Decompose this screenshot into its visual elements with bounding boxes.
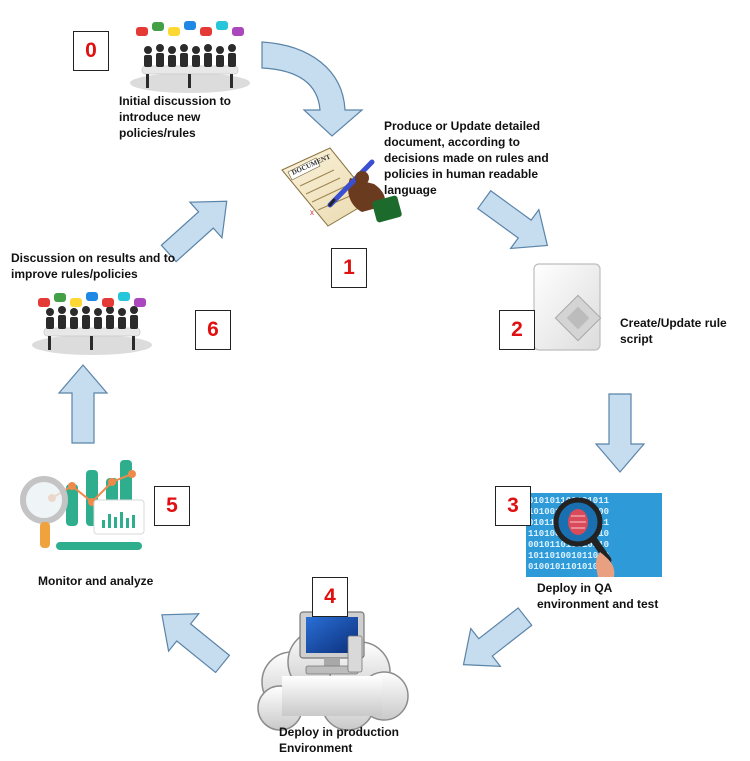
step-5-number: 5 bbox=[154, 486, 190, 526]
meeting-icon bbox=[130, 21, 250, 93]
analytics-dashboard-icon bbox=[20, 460, 145, 550]
meeting-icon bbox=[32, 292, 152, 355]
step-5-label: Monitor and analyze bbox=[38, 574, 154, 588]
arrow-1-to-2 bbox=[476, 189, 549, 250]
arrow-6-to-1 bbox=[160, 200, 228, 263]
step-3-number: 3 bbox=[495, 486, 531, 526]
arrow-5-to-6 bbox=[57, 364, 109, 444]
step-0-label: Initial discussion to introduce new poli… bbox=[119, 94, 232, 140]
step-2-label: Create/Update rule script bbox=[620, 316, 727, 346]
script-file-icon bbox=[533, 263, 602, 351]
arrow-2-to-3 bbox=[594, 393, 646, 473]
cloud-computer-icon bbox=[257, 611, 409, 731]
step-6-number: 6 bbox=[195, 310, 231, 350]
svg-text:001011010010110: 001011010010110 bbox=[528, 540, 609, 550]
document-writing-icon: DOCUMENT x bbox=[281, 147, 402, 227]
svg-text:101101001011010: 101101001011010 bbox=[528, 551, 609, 561]
step-1-label: Produce or Update detailed document, acc… bbox=[384, 119, 549, 197]
step-3-label: Deploy in QA environment and test bbox=[537, 581, 659, 611]
binary-magnifier-icon: 010101100101011 101001010110100 01011010… bbox=[526, 493, 662, 577]
curved-arrow-0-to-1 bbox=[261, 41, 364, 137]
arrow-4-to-5 bbox=[161, 613, 231, 674]
step-4-number: 4 bbox=[312, 577, 348, 617]
arrow-3-to-4 bbox=[462, 607, 533, 667]
svg-text:x: x bbox=[310, 208, 314, 217]
step-4-label: Deploy in production Environment bbox=[279, 725, 399, 755]
step-1-number: 1 bbox=[331, 248, 367, 288]
step-6-label: Discussion on results and to improve rul… bbox=[11, 251, 176, 281]
step-2-number: 2 bbox=[499, 310, 535, 350]
step-0-number: 0 bbox=[73, 31, 109, 71]
svg-text:010010110101001: 010010110101001 bbox=[528, 562, 610, 572]
